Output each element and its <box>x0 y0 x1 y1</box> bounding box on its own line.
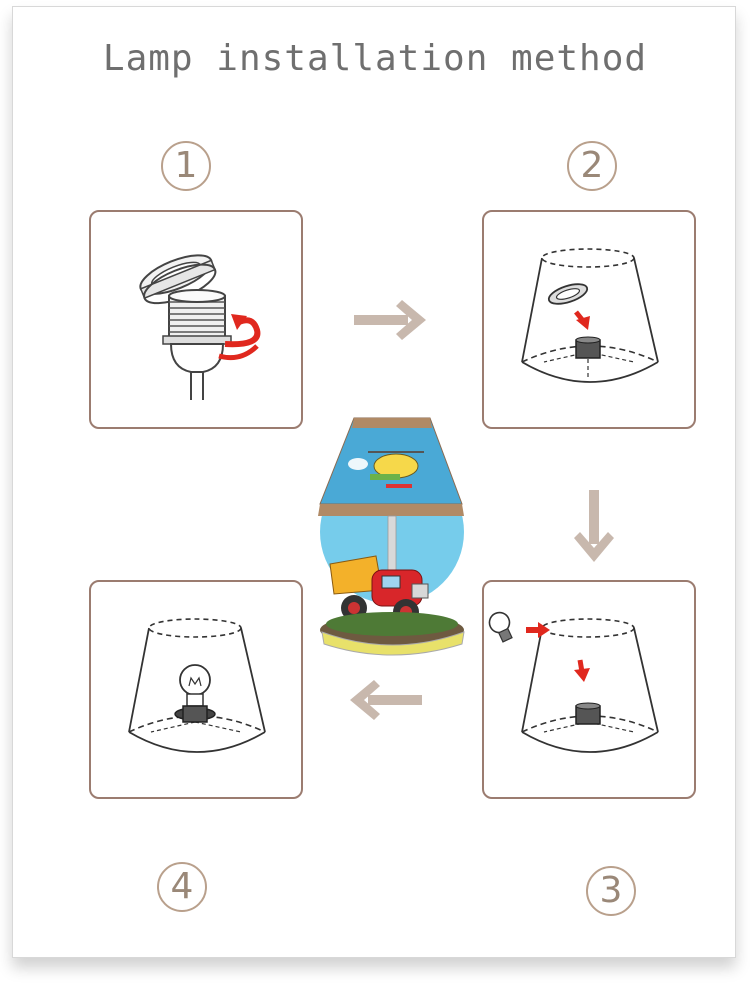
page-title: Lamp installation method <box>102 38 648 79</box>
step-number-3: 3 <box>586 866 636 916</box>
socket-ring-illustration <box>139 254 261 400</box>
step-number-4: 4 <box>157 862 207 912</box>
arrow-right-icon <box>352 296 428 344</box>
shade-bulb-insert-illustration <box>488 611 659 753</box>
step-number-2: 2 <box>567 141 617 191</box>
step-1-panel <box>89 210 303 429</box>
shade-bulb-installed-illustration <box>128 618 266 753</box>
arrow-left-icon <box>348 676 424 724</box>
arrow-down-icon <box>570 488 618 564</box>
step-2-panel <box>482 210 696 429</box>
shade-ring-illustration <box>521 248 659 383</box>
step-3-panel <box>482 580 696 799</box>
step-number-1: 1 <box>161 141 211 191</box>
step-4-panel <box>89 580 303 799</box>
lamp-product-image <box>312 412 472 662</box>
